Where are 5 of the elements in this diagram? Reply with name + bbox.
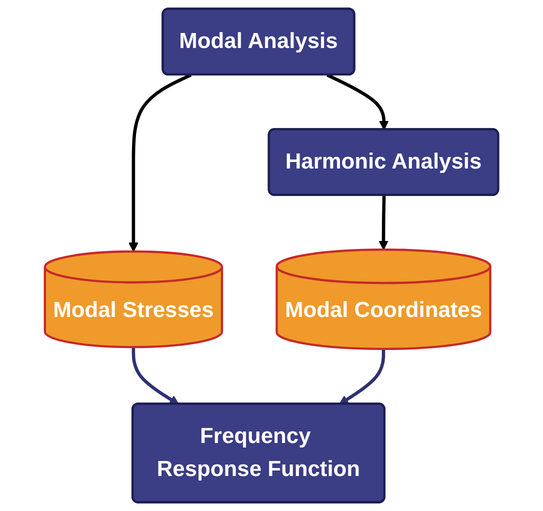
- arrow: [128, 74, 192, 252]
- arrow: [132, 347, 180, 405]
- arrow: [378, 195, 388, 250]
- arrow: [326, 74, 389, 130]
- arrow: [338, 348, 386, 405]
